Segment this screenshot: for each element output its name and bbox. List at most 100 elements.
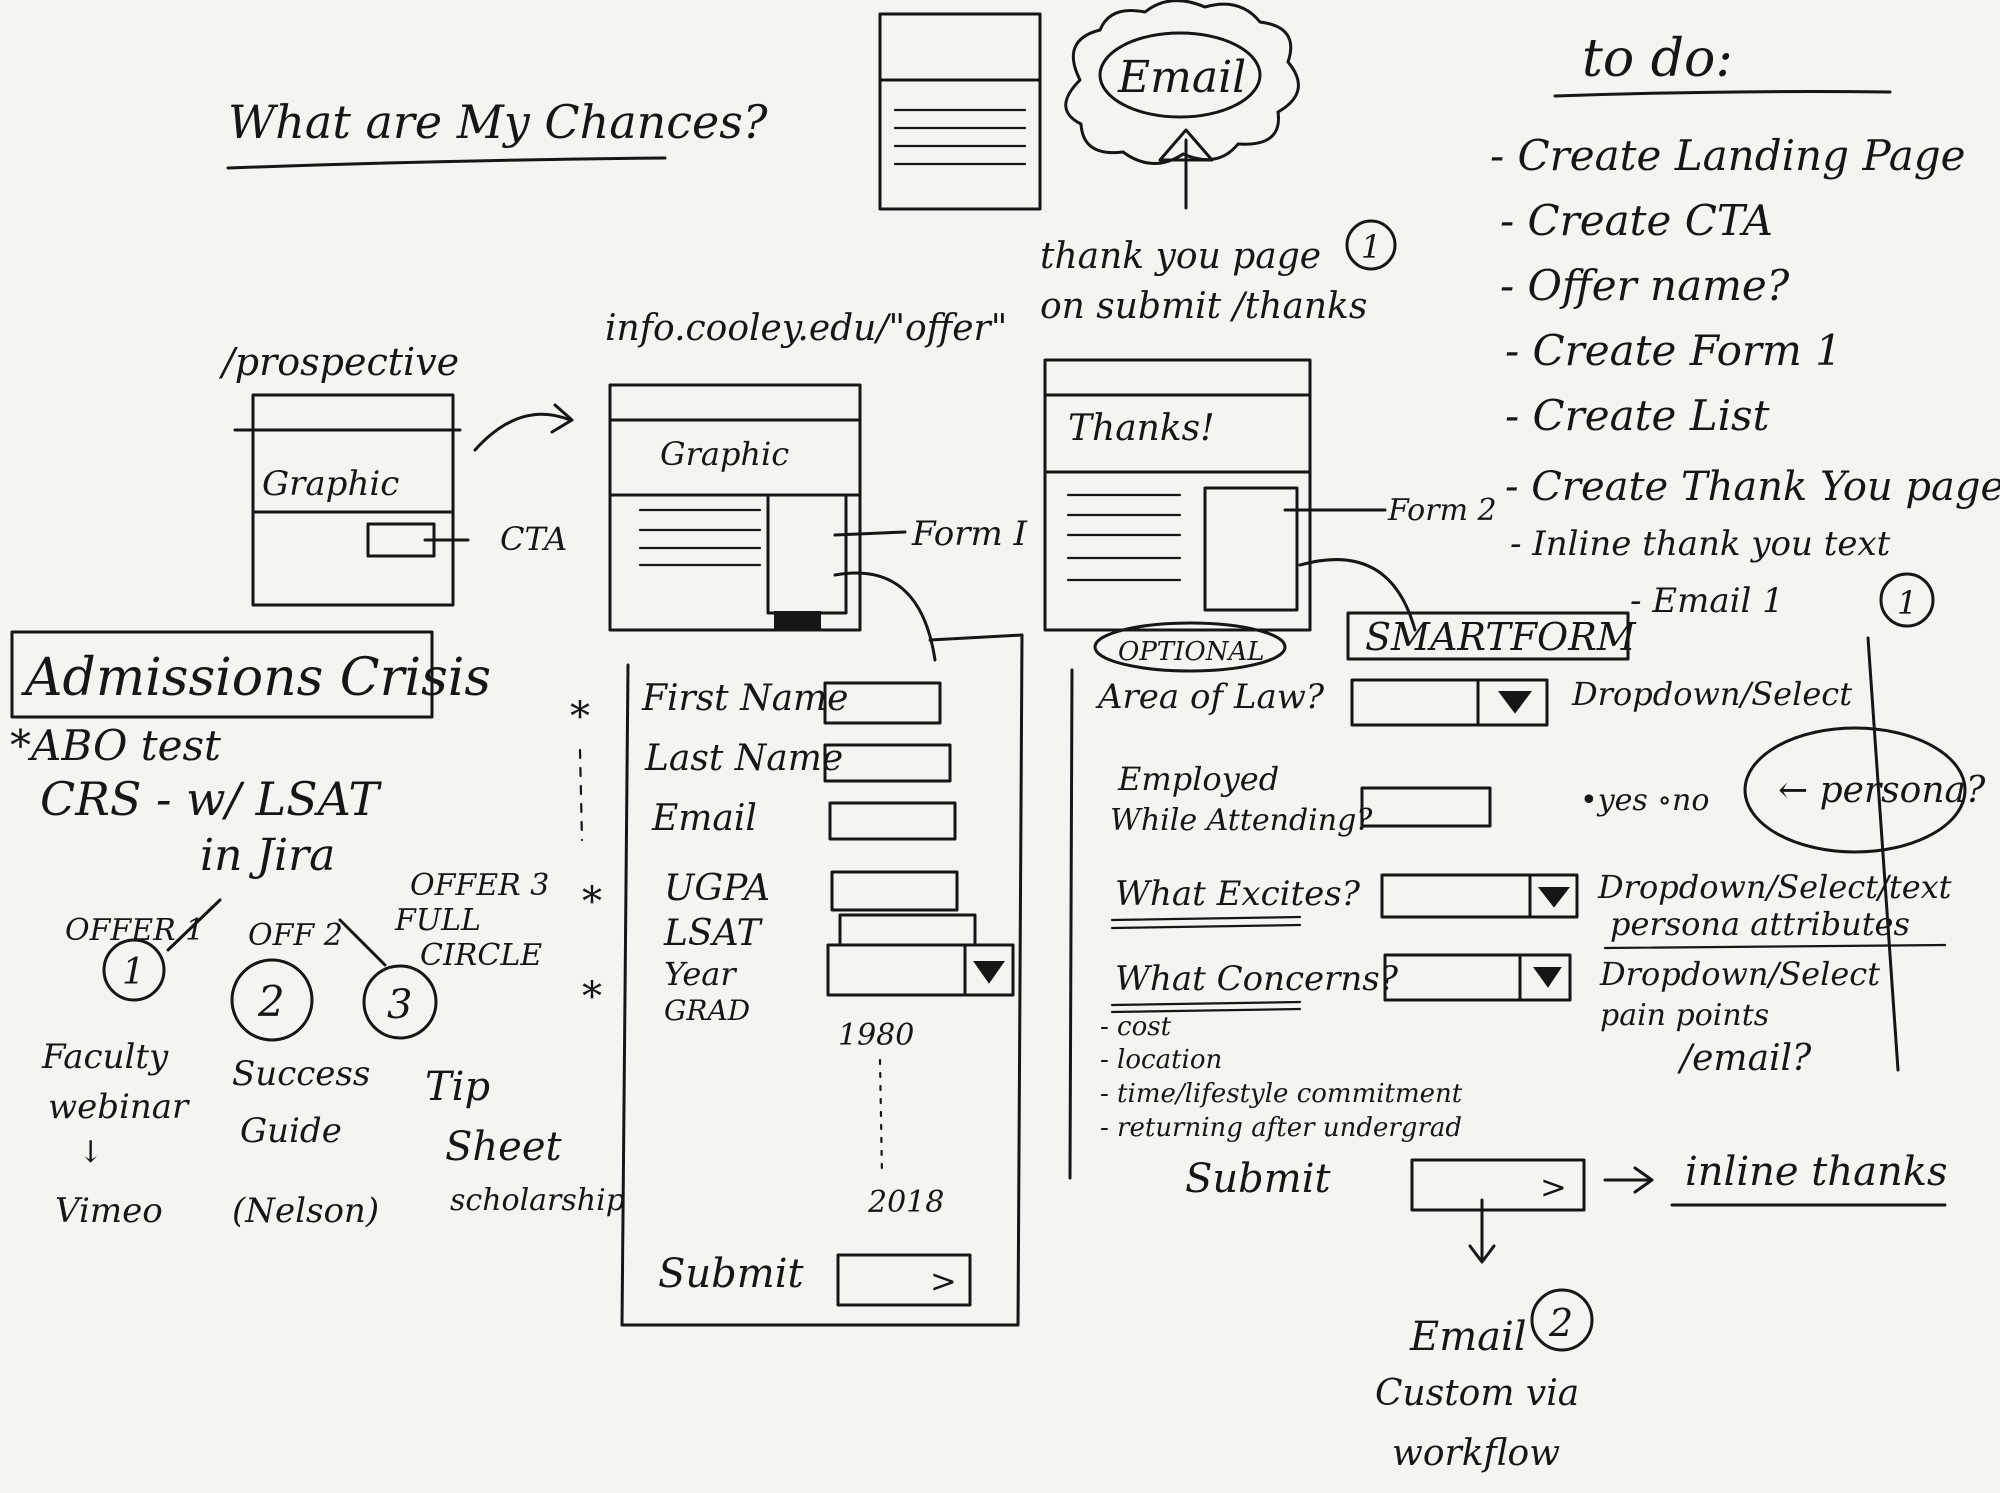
- thanks-frame: [1043, 358, 1312, 632]
- concern-item: - returning after undergrad: [1100, 1113, 1462, 1143]
- area-of-law-note: Dropdown/Select: [1571, 675, 1852, 713]
- offer2-text: (Nelson): [232, 1191, 379, 1231]
- todo-item: - Create Thank You page 1: [1505, 464, 2000, 510]
- form1-field-label: UGPA: [664, 868, 770, 909]
- todo-heading: to do:: [1582, 29, 1733, 89]
- offer-label: CIRCLE: [420, 938, 542, 973]
- thank-you-note-line2: on submit /thanks: [1040, 286, 1367, 327]
- concerns-label: What Concerns?: [1115, 959, 1399, 999]
- area-of-law-label: Area of Law?: [1095, 677, 1325, 717]
- offer1-num: 1: [122, 952, 145, 993]
- ugpa-input-sketch: [830, 870, 959, 912]
- admissions-line: CRS - w/ LSAT: [40, 772, 382, 826]
- form1-pointer: [833, 530, 907, 537]
- lsat-input-sketch: [838, 913, 977, 947]
- email2-note: workflow: [1392, 1433, 1560, 1474]
- todo-item: - Create Form 1: [1505, 326, 1842, 375]
- concerns-note2: pain points: [1600, 998, 1769, 1033]
- excites-label: What Excites?: [1115, 874, 1361, 914]
- prospective-page: /prospective Graphic CTA: [218, 340, 574, 607]
- form1-submit-label: Submit: [658, 1251, 804, 1297]
- prospective-frame: [251, 393, 455, 607]
- form1-field-label: Email: [651, 798, 757, 839]
- excites-note2: persona attributes: [1610, 905, 1910, 943]
- admissions-title: Admissions Crisis: [21, 648, 491, 708]
- excites-note2-underline: [1603, 943, 1947, 950]
- offer-page: info.cooley.edu/"offer" Graphic Form I: [605, 308, 1028, 662]
- email-cloud-label: Email: [1117, 52, 1246, 103]
- area-of-law-dropdown-icon: [1498, 691, 1532, 714]
- smartform-title-box: [1346, 611, 1630, 661]
- thank-you-circle: [1345, 219, 1397, 271]
- form1-field-label: Last Name: [644, 738, 843, 779]
- admissions-line: in Jira: [200, 830, 335, 881]
- offer2-text: Success: [232, 1054, 370, 1094]
- offer-label: OFFER 3: [410, 868, 549, 903]
- offer1-link: [166, 898, 222, 952]
- form1-sketch-shadow: [774, 611, 821, 631]
- form1-expanded-frame: [620, 633, 1024, 1327]
- offer2-circle: [230, 958, 314, 1042]
- email2-num: 2: [1548, 1301, 1573, 1345]
- employed-label: Employed: [1117, 760, 1279, 798]
- email2-note: Custom via: [1375, 1373, 1579, 1414]
- smartform-submit-arrow: >: [1540, 1168, 1567, 1206]
- required-star: *: [582, 974, 602, 1020]
- todo-item: - Create Landing Page: [1490, 131, 1965, 180]
- title-underline: [226, 156, 667, 170]
- last-name-input-sketch: [823, 743, 952, 783]
- smartform: OPTIONAL SMARTFORM Area of Law? Dropdown…: [1068, 611, 1986, 1474]
- offer-label: FULL: [394, 903, 481, 938]
- year-dropdown-icon: [973, 961, 1005, 984]
- email-cloud-arrow: [1158, 128, 1214, 162]
- board-title: What are My Chances?: [226, 95, 768, 170]
- todo-item: - Create CTA: [1500, 196, 1773, 245]
- year-range-start: 1980: [838, 1018, 914, 1053]
- offer-label: OFFER 1: [65, 913, 204, 948]
- offer1-text: Faculty: [41, 1037, 169, 1077]
- email-page-sketch: [878, 12, 1042, 211]
- smartform-title: SMARTFORM: [1365, 615, 1637, 659]
- flow-arrow-prospective-offer: [473, 412, 572, 452]
- flow-arrow-head: [550, 403, 574, 434]
- offer2-text: Guide: [240, 1111, 342, 1151]
- admissions-box: [10, 630, 434, 719]
- todo-underline: [1553, 90, 1892, 98]
- form2-label: Form 2: [1387, 493, 1497, 528]
- todo-list: to do: - Create Landing Page - Create CT…: [1490, 29, 2000, 628]
- offer1-text: webinar: [48, 1087, 190, 1127]
- persona-label: ← persona?: [1778, 770, 1986, 811]
- submit-to-inline-arrow: [1603, 1166, 1654, 1194]
- concern-item: - location: [1100, 1045, 1222, 1075]
- form1-field-label: GRAD: [664, 994, 750, 1027]
- excites-underline: [1110, 915, 1302, 930]
- admissions-line: *ABO test: [10, 721, 221, 770]
- thank-you-note: thank you page on submit /thanks 1: [1040, 219, 1397, 327]
- smartform-right-border: [1866, 636, 1900, 1072]
- persona-ellipse: [1743, 726, 1967, 854]
- offer1-text: Vimeo: [55, 1191, 163, 1231]
- offer1-text: ↓: [78, 1135, 103, 1170]
- email-cloud-inner: [1098, 31, 1262, 119]
- form1-field-label: LSAT: [663, 913, 764, 954]
- offer-graphic: Graphic: [660, 435, 789, 473]
- year-range-end: 2018: [867, 1185, 944, 1220]
- optional-tag: OPTIONAL: [1118, 637, 1265, 667]
- todo-item: - Offer name?: [1500, 261, 1790, 310]
- offer1-circle: [102, 938, 166, 1002]
- form1-expand-arrow: [833, 571, 937, 662]
- thank-you-circle-num: 1: [1361, 228, 1381, 266]
- form2-sketch: [1203, 486, 1299, 612]
- smartform-left-border: [1068, 668, 1074, 1180]
- email-cloud-outline: [1064, 0, 1300, 165]
- offer3-text: scholarship: [450, 1183, 625, 1218]
- required-dots: [578, 748, 584, 842]
- offer2-num: 2: [257, 977, 285, 1026]
- prospective-url: /prospective: [218, 340, 459, 384]
- excites-select-sketch: [1380, 873, 1579, 919]
- required-star: *: [582, 879, 602, 925]
- form1-field-label: Year: [664, 955, 737, 993]
- employed-input-sketch: [1360, 786, 1492, 828]
- email-cloud: Email: [1064, 0, 1300, 210]
- prospective-graphic: Graphic: [262, 464, 399, 504]
